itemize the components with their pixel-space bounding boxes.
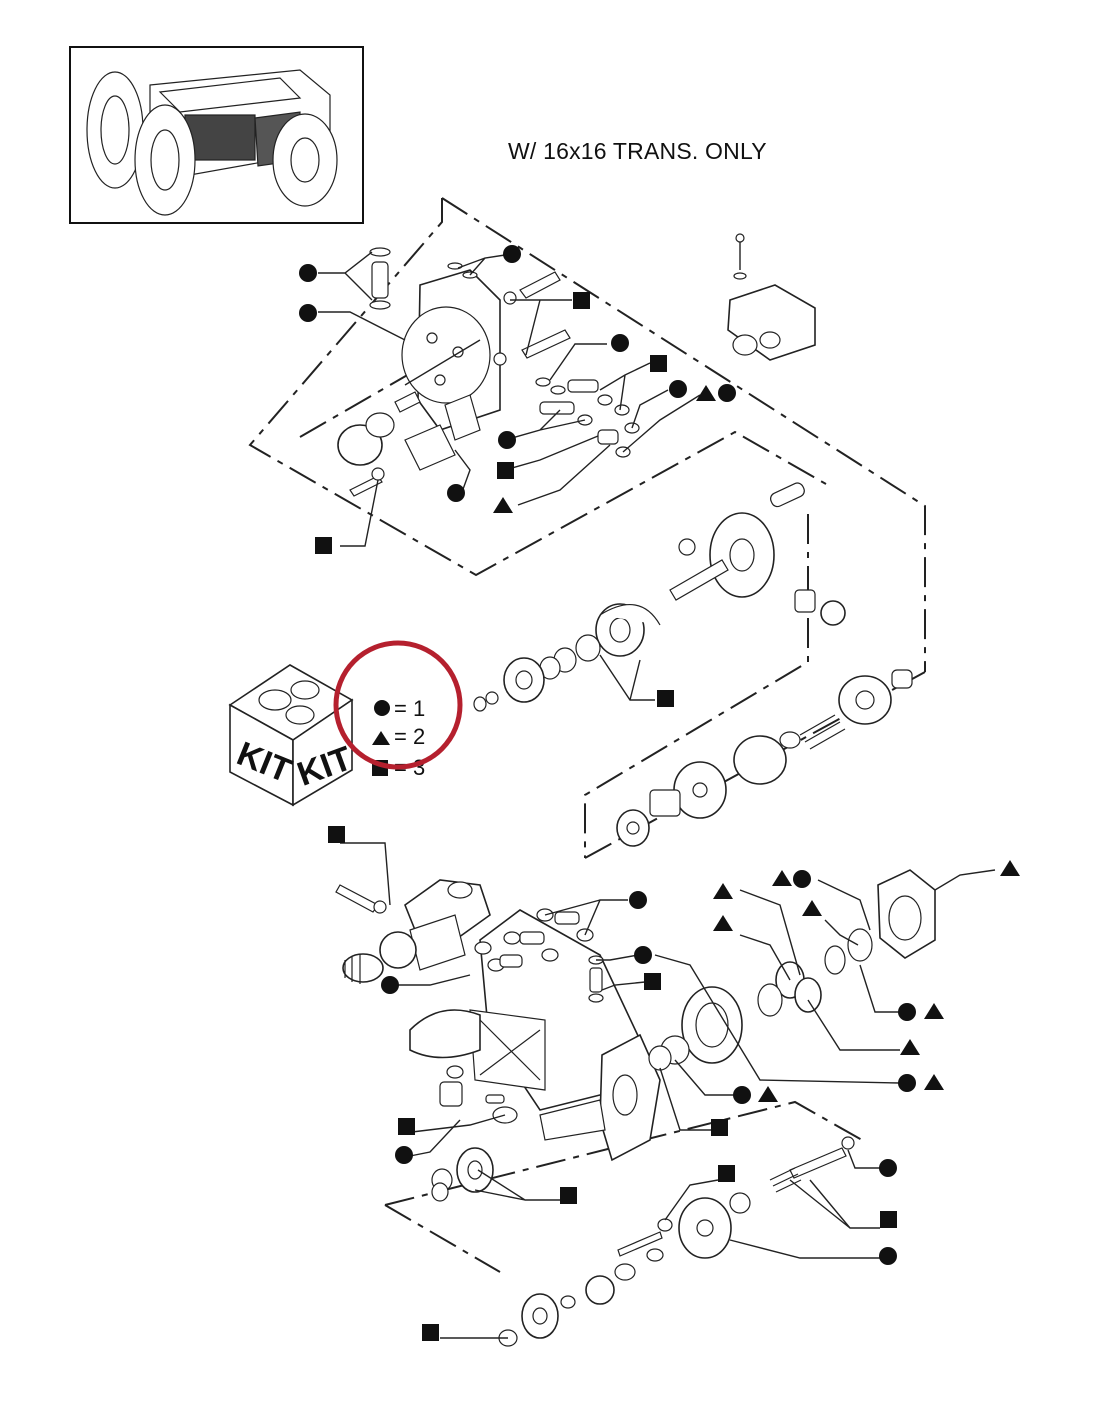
tractor-thumbnail <box>69 46 364 224</box>
marker-triangle <box>924 1074 944 1090</box>
marker-square <box>880 1211 897 1228</box>
marker-square <box>328 826 345 843</box>
marker-square <box>718 1165 735 1182</box>
lower-pump-housing <box>335 869 936 1347</box>
legend-triangle-icon <box>372 731 390 745</box>
marker-circle <box>898 1074 916 1092</box>
marker-square <box>398 1118 415 1135</box>
marker-circle <box>611 334 629 352</box>
marker-circle <box>718 384 736 402</box>
marker-triangle <box>924 1003 944 1019</box>
marker-triangle <box>1000 860 1020 876</box>
marker-circle <box>395 1146 413 1164</box>
marker-circle <box>498 431 516 449</box>
marker-square <box>711 1119 728 1136</box>
marker-triangle <box>493 497 513 513</box>
marker-circle <box>299 264 317 282</box>
marker-circle <box>634 946 652 964</box>
marker-triangle <box>758 1086 778 1102</box>
middle-pump-group <box>473 482 913 847</box>
marker-circle <box>793 870 811 888</box>
marker-square <box>315 537 332 554</box>
part-markers <box>299 245 1020 1341</box>
marker-square <box>497 462 514 479</box>
leader-lines <box>318 251 996 1339</box>
marker-circle <box>898 1003 916 1021</box>
marker-square <box>422 1324 439 1341</box>
legend: = 1 = 2 = 3 <box>333 640 463 780</box>
marker-circle <box>447 484 465 502</box>
marker-triangle <box>713 915 733 931</box>
upper-valve-block <box>337 233 816 497</box>
marker-square <box>657 690 674 707</box>
marker-triangle <box>696 385 716 401</box>
marker-triangle <box>772 870 792 886</box>
marker-circle <box>503 245 521 263</box>
marker-square <box>573 292 590 309</box>
diagram-title: W/ 16x16 TRANS. ONLY <box>508 138 767 164</box>
legend-highlight-ring <box>333 640 463 770</box>
marker-circle <box>299 304 317 322</box>
marker-square <box>560 1187 577 1204</box>
marker-triangle <box>900 1039 920 1055</box>
marker-triangle <box>713 883 733 899</box>
marker-triangle <box>802 900 822 916</box>
legend-triangle-label: = 2 <box>394 724 425 749</box>
marker-circle <box>733 1086 751 1104</box>
legend-circle-label: = 1 <box>394 696 425 721</box>
marker-circle <box>879 1247 897 1265</box>
legend-circle-icon <box>374 700 390 716</box>
marker-circle <box>629 891 647 909</box>
marker-circle <box>381 976 399 994</box>
marker-square <box>650 355 667 372</box>
marker-square <box>644 973 661 990</box>
marker-circle <box>879 1159 897 1177</box>
marker-circle <box>669 380 687 398</box>
